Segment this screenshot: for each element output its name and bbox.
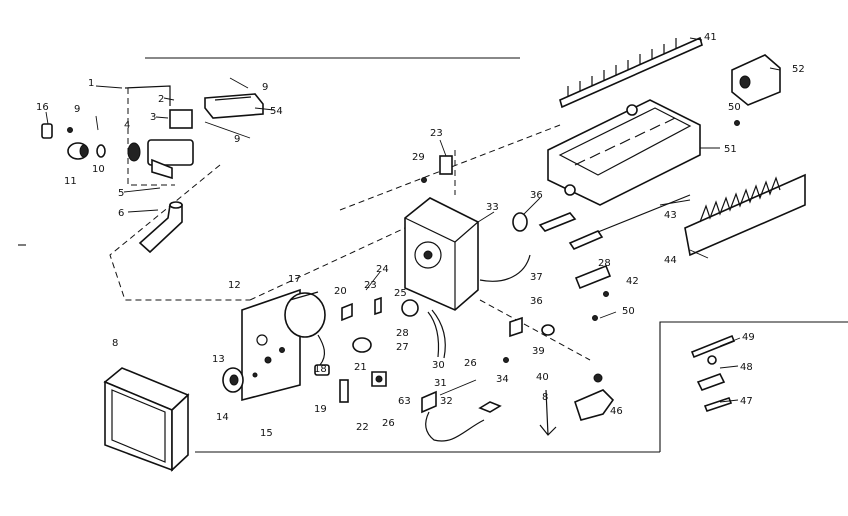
label-part-50-top: 50 xyxy=(728,102,741,113)
label-part-33: 33 xyxy=(486,202,499,213)
label-part-8: 8 xyxy=(112,338,118,349)
module-housing xyxy=(404,197,479,311)
label-part-14: 14 xyxy=(216,412,229,423)
label-part-44: 44 xyxy=(664,255,677,266)
water-valve-assembly xyxy=(124,85,194,180)
label-part-30: 30 xyxy=(432,360,445,371)
label-part-49: 49 xyxy=(742,332,755,343)
label-part-16: 16 xyxy=(36,102,49,113)
label-part-6: 6 xyxy=(118,208,124,219)
label-part-51: 51 xyxy=(724,144,737,155)
assembly-line-housing xyxy=(249,227,406,301)
label-part-9-left: 9 xyxy=(74,104,80,115)
label-part-52: 52 xyxy=(792,64,805,75)
front-cover xyxy=(103,367,190,472)
label-part-26-right: 26 xyxy=(464,358,477,369)
label-part-63: 63 xyxy=(398,396,411,407)
ice-mold xyxy=(547,99,701,206)
inlet-fittings xyxy=(41,123,106,160)
heater-wire xyxy=(479,254,531,282)
inset-box xyxy=(659,321,848,452)
label-part-24: 24 xyxy=(376,264,389,275)
label-part-2: 2 xyxy=(158,94,164,105)
drive-gear xyxy=(222,367,244,393)
end-bracket xyxy=(731,54,781,106)
wire-harness xyxy=(421,390,502,442)
top-switch xyxy=(421,155,453,183)
shutoff-arm xyxy=(539,389,557,436)
label-part-8-lower: 8 xyxy=(542,392,548,403)
thermostat xyxy=(401,299,446,359)
label-part-28-mid: 28 xyxy=(396,328,409,339)
label-part-54: 54 xyxy=(270,106,283,117)
label-part-9-mid: 9 xyxy=(234,134,240,145)
label-part-25: 25 xyxy=(394,288,407,299)
label-part-18: 18 xyxy=(314,364,327,375)
label-part-40: 40 xyxy=(536,372,549,383)
label-part-17: 17 xyxy=(288,274,301,285)
shutoff-bracket xyxy=(574,120,740,321)
label-part-12: 12 xyxy=(228,280,241,291)
assembly-line-fill-tube xyxy=(109,164,250,301)
label-part-31: 31 xyxy=(434,378,447,389)
label-part-13: 13 xyxy=(212,354,225,365)
label-part-48: 48 xyxy=(740,362,753,373)
label-part-36-upper: 36 xyxy=(530,190,543,201)
ice-rake xyxy=(684,173,806,257)
valve-bracket xyxy=(204,93,264,119)
label-part-43: 43 xyxy=(664,210,677,221)
assembly-line-valve xyxy=(127,88,175,186)
label-part-26-left: 26 xyxy=(382,418,395,429)
drive-motor xyxy=(284,291,326,366)
label-part-21: 21 xyxy=(354,362,367,373)
label-part-29: 29 xyxy=(412,152,425,163)
label-part-50-bottom: 50 xyxy=(622,306,635,317)
inset-parts xyxy=(690,334,736,412)
assembly-line-lower xyxy=(479,299,591,361)
label-part-28-right: 28 xyxy=(598,258,611,269)
label-part-4: 4 xyxy=(124,120,130,131)
label-part-11: 11 xyxy=(64,176,77,187)
valve-alt xyxy=(574,373,615,421)
label-part-9-top: 9 xyxy=(262,82,268,93)
small-components xyxy=(314,296,387,403)
label-part-42: 42 xyxy=(626,276,639,287)
fill-tube xyxy=(138,201,183,254)
label-part-27: 27 xyxy=(396,342,409,353)
label-part-34: 34 xyxy=(496,374,509,385)
label-part-39: 39 xyxy=(532,346,545,357)
label-part-5: 5 xyxy=(118,188,124,199)
label-part-46: 46 xyxy=(610,406,623,417)
label-part-1: 1 xyxy=(88,78,94,89)
label-part-3: 3 xyxy=(150,112,156,123)
label-part-20: 20 xyxy=(334,286,347,297)
label-part-37: 37 xyxy=(530,272,543,283)
label-part-23-mid: 23 xyxy=(364,280,377,291)
label-part-15: 15 xyxy=(260,428,273,439)
mold-shaft xyxy=(512,194,691,250)
label-part-23-top: 23 xyxy=(430,128,443,139)
lower-small-parts xyxy=(503,316,555,363)
label-part-22: 22 xyxy=(356,422,369,433)
ice-stripper xyxy=(559,36,703,109)
label-part-32: 32 xyxy=(440,396,453,407)
label-part-47: 47 xyxy=(740,396,753,407)
label-part-19: 19 xyxy=(314,404,327,415)
label-part-10: 10 xyxy=(92,164,105,175)
label-part-36-lower: 36 xyxy=(530,296,543,307)
label-part-41: 41 xyxy=(704,32,717,43)
leader-lines xyxy=(45,37,781,403)
